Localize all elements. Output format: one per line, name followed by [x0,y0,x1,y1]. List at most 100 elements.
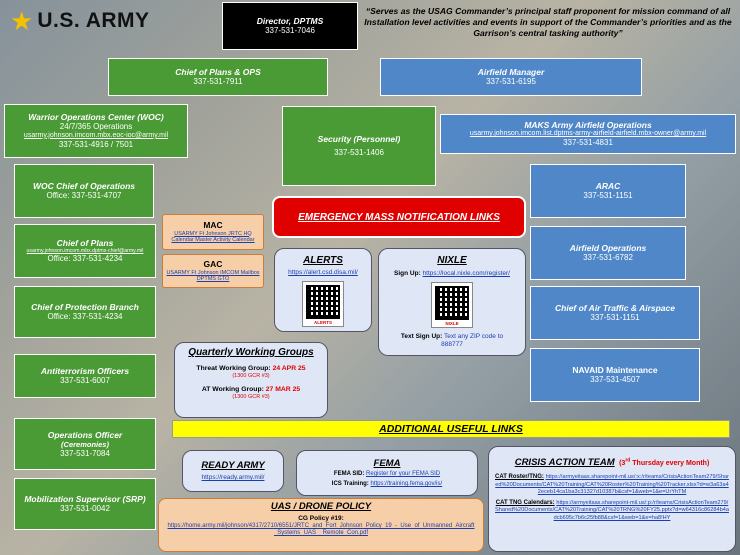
crisis-roster-label: CAT Roster/TNG: [495,474,544,481]
maks-box: MAKS Army Airfield Operations usarmy.joh… [440,114,736,154]
arac-phone: 337-531-1151 [583,191,633,201]
airfield-ops-title: Airfield Operations [569,243,647,254]
woc-email-link[interactable]: usarmy.johnson.imcom.mbx.eoc-ioc@army.mi… [23,131,169,139]
alerts-link[interactable]: https://alert.csd.disa.mil/ [288,269,358,276]
security-title: Security (Personnel) [317,134,401,145]
crisis-schedule-pre: (3 [619,460,626,467]
mobilization-phone: 337-531-0042 [60,504,110,514]
airfield-manager-box: Airfield Manager 337-531-6195 [380,58,642,96]
at-wg-label: AT Working Group: [201,385,264,393]
at-wg-room: (1300 GCR #3) [232,393,270,400]
crisis-roster-link[interactable]: https://armyeitaas.sharepoint-mil.us/:x:… [495,474,729,496]
ops-officer-box: Operations Officer (Ceremonies) 337-531-… [14,418,156,470]
alerts-title: ALERTS [303,255,343,266]
ops-officer-title: Operations Officer [47,429,123,440]
nixle-text-label: Text Sign Up: [400,333,443,341]
emergency-links-banner: EMERGENCY MASS NOTIFICATION LINKS [272,196,526,238]
quarterly-box: Quarterly Working Groups Threat Working … [174,342,328,418]
security-phone: 337-531-1406 [334,148,384,158]
quarterly-title: Quarterly Working Groups [188,347,314,358]
gac-title: GAC [203,259,223,270]
navaid-phone: 337-531-4507 [590,375,640,385]
gac-mailbox-link[interactable]: USARMY Ft Johnson IMCOM Mailbox DPTMS GT… [166,269,260,283]
chief-plans-email-link[interactable]: usarmy.johnson.imcom.mbx.dptms-chief@arm… [26,248,144,255]
airfield-manager-title: Airfield Manager [477,67,545,78]
mobilization-title: Mobilization Supervisor (SRP) [24,494,146,505]
fema-sid-link[interactable]: Register for your FEMA SID [366,471,441,477]
star-icon: ★ [10,6,34,36]
air-traffic-box: Chief of Air Traffic & Airspace 337-531-… [530,286,700,340]
at-wg-date: 27 MAR 25 [265,385,301,393]
woc-chief-box: WOC Chief of Operations Office: 337-531-… [14,164,154,218]
air-traffic-title: Chief of Air Traffic & Airspace [555,303,675,314]
uas-title: UAS / DRONE POLICY [270,501,372,512]
alerts-qr-label: ALERTS [314,319,332,325]
threat-wg-label: Threat Working Group: [196,365,271,372]
arac-box: ARAC 337-531-1151 [530,164,686,218]
navaid-title: NAVAID Maintenance [572,365,658,376]
airfield-ops-box: Airfield Operations 337-531-6782 [530,226,686,280]
crisis-title: CRISIS ACTION TEAM [514,457,615,468]
mac-calendar-link[interactable]: USARMY Ft Johnson JRTC HQ Calendar Maste… [171,230,255,244]
fema-ics-link[interactable]: https://training.fema.gov/is/ [370,481,443,488]
qr-code-icon [435,285,469,320]
crisis-schedule-sup: rd [625,457,631,464]
chief-plans-ops-phone: 337-531-7911 [193,77,243,87]
nixle-signup-link[interactable]: https://local.nixle.com/register/ [422,270,510,277]
uas-policy-link[interactable]: https://home.army.mil/johnson/4317/2710/… [167,523,475,537]
woc-chief-phone: Office: 337-531-4707 [46,191,122,201]
director-box: Director, DPTMS 337-531-7046 [222,2,358,50]
chief-plans-ops-title: Chief of Plans & OPS [175,67,261,78]
airfield-manager-phone: 337-531-6195 [486,77,536,87]
nixle-qr-code[interactable]: NIXLE [431,281,473,329]
fema-title: FEMA [373,457,401,469]
protection-box: Chief of Protection Branch Office: 337-5… [14,286,156,338]
ops-officer-subtitle: (Ceremonies) [61,439,109,449]
woc-phone: 337-531-4916 / 7501 [58,140,134,150]
air-traffic-phone: 337-531-1151 [590,313,640,323]
director-phone: 337-531-7046 [265,26,315,36]
security-box: Security (Personnel) 337-531-1406 [282,106,436,186]
fema-ics-label: ICS Training: [331,481,369,488]
alerts-qr-code[interactable]: ALERTS [302,280,344,328]
maks-title: MAKS Army Airfield Operations [524,119,652,130]
ops-officer-phone: 337-531-7084 [60,448,110,458]
nixle-box: NIXLE Sign Up: https://local.nixle.com/r… [378,248,526,356]
woc-box: Warrior Operations Center (WOC) 24/7/365… [4,104,188,158]
crisis-calendar-label: CAT TNG Calendars: [495,499,555,506]
protection-phone: Office: 337-531-4234 [47,312,123,322]
mobilization-box: Mobilization Supervisor (SRP) 337-531-00… [14,478,156,530]
mission-quote: “Serves as the USAG Commander’s principa… [364,6,732,39]
chief-plans-ops-box: Chief of Plans & OPS 337-531-7911 [108,58,328,96]
ready-army-link[interactable]: https://ready.army.mil/ [201,474,265,482]
ready-army-title: READY ARMY [201,459,265,471]
navaid-box: NAVAID Maintenance 337-531-4507 [530,348,700,402]
crisis-schedule-post: Thursday every Month) [630,460,710,467]
nixle-qr-label: NIXLE [445,320,459,326]
chief-plans-phone: Office: 337-531-4234 [47,254,123,264]
alerts-box: ALERTS https://alert.csd.disa.mil/ ALERT… [274,248,372,332]
us-army-logo: ★ U.S. ARMY [10,8,150,34]
nixle-signup-label: Sign Up: [394,270,421,277]
mac-box: MAC USARMY Ft Johnson JRTC HQ Calendar M… [162,214,264,250]
director-title: Director, DPTMS [256,16,324,27]
uas-policy-label: CG Policy #19: [298,515,344,523]
arac-title: ARAC [595,181,621,192]
uas-box: UAS / DRONE POLICY CG Policy #19: https:… [158,498,484,552]
maks-email-link[interactable]: usarmy.johnson.imcom.list.dptms-army-air… [469,130,707,138]
antiterrorism-box: Antiterrorism Officers 337-531-6007 [14,354,156,398]
maks-phone: 337-531-4831 [563,138,613,148]
ready-army-box: READY ARMY https://ready.army.mil/ [182,450,284,492]
crisis-calendar-link[interactable]: https://armyeitaas.sharepoint-mil.us/:p:… [495,499,729,521]
nixle-title: NIXLE [437,255,467,266]
threat-wg-room: (1300 GCR #3) [232,373,270,380]
airfield-ops-phone: 337-531-6782 [583,253,633,263]
fema-sid-label: FEMA SID: [333,471,365,477]
crisis-box: CRISIS ACTION TEAM (3rd Thursday every M… [488,446,736,552]
fema-box: FEMA FEMA SID: Register for your FEMA SI… [296,450,478,496]
woc-chief-title: WOC Chief of Operations [33,181,135,192]
logo-text: U.S. ARMY [37,9,150,32]
antiterrorism-title: Antiterrorism Officers [40,366,130,377]
woc-hours: 24/7/365 Operations [59,122,133,132]
threat-wg-date: 24 APR 25 [272,365,306,372]
